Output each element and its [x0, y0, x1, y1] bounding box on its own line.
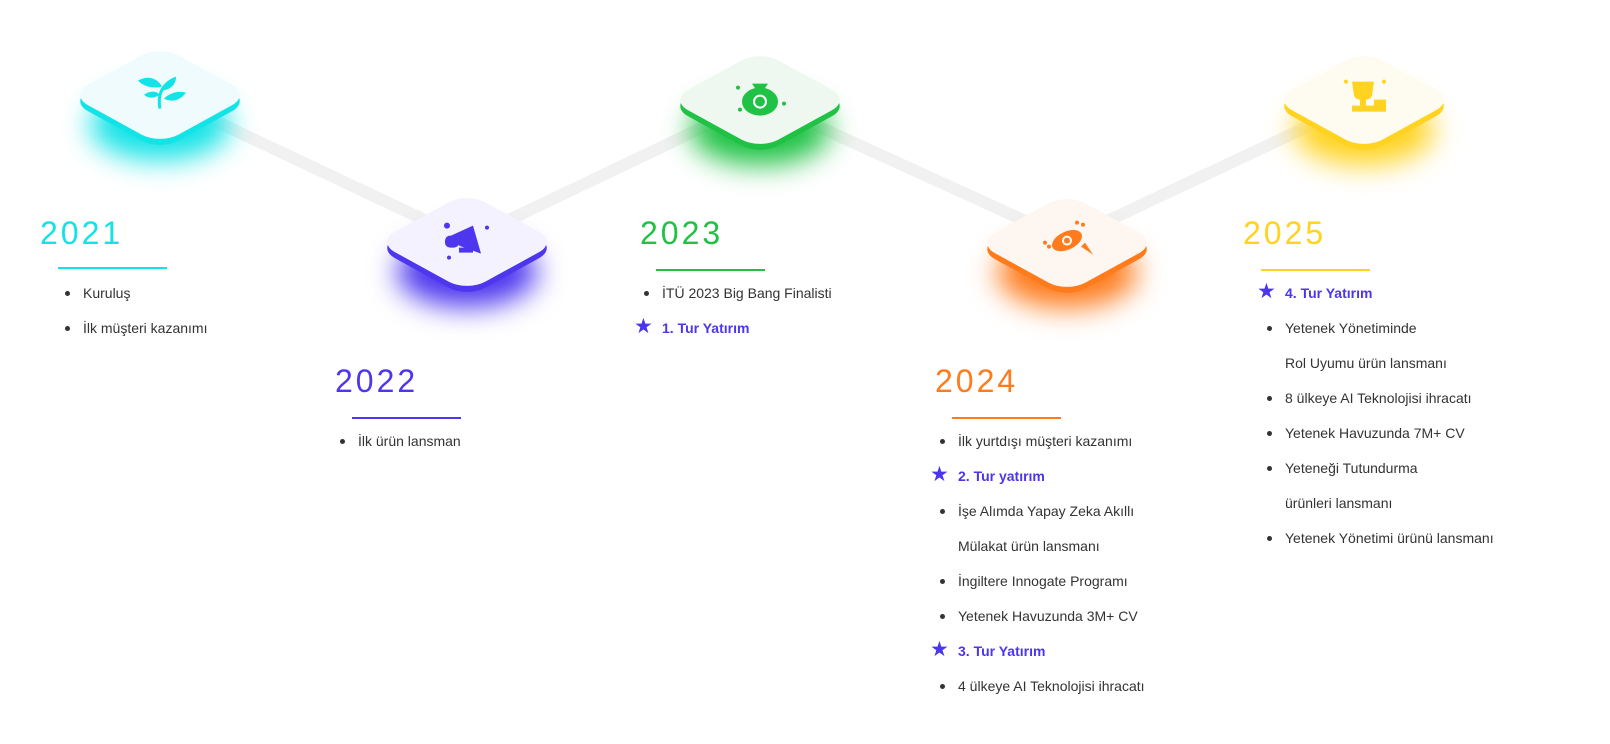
item-text: 4. Tur Yatırım — [1285, 285, 1373, 301]
year-label: 2024 — [935, 363, 1019, 399]
year-label: 2021 — [40, 215, 124, 251]
item-text: Kuruluş — [83, 285, 131, 301]
milestone-tile-2024 — [972, 183, 1162, 308]
item-text: İlk yurtdışı müşteri kazanımı — [958, 433, 1133, 449]
plant-icon — [138, 76, 186, 109]
list-item: Yetenek Yönetimi ürünü lansmanı — [1265, 528, 1494, 563]
milestone-list-2024: İlk yurtdışı müşteri kazanımı ★ 2. Tur yat… — [930, 431, 1145, 711]
megaphone-icon — [444, 222, 489, 260]
list-item: İlk ürün lansman — [338, 431, 461, 466]
item-text: Yetenek Havuzunda 3M+ CV — [958, 608, 1138, 624]
list-item: ürünleri lansmanı — [1265, 493, 1494, 528]
star-icon: ★ — [634, 315, 653, 338]
item-text: Mülakat ürün lansmanı — [958, 538, 1100, 554]
item-text: Yetenek Yönetiminde — [1285, 320, 1417, 336]
trophy-icon — [1344, 79, 1386, 112]
investment-item: ★ 2. Tur yatırım — [930, 464, 1145, 501]
item-text: 4 ülkeye AI Teknolojisi ihracatı — [958, 678, 1145, 694]
star-icon: ★ — [930, 638, 949, 661]
star-icon: ★ — [930, 463, 949, 486]
item-text: Rol Uyumu ürün lansmanı — [1285, 355, 1447, 371]
list-item: Kuruluş — [63, 283, 207, 318]
item-text: Yetenek Havuzunda 7M+ CV — [1285, 425, 1465, 441]
year-label: 2023 — [640, 215, 724, 251]
list-item: İTÜ 2023 Big Bang Finalisti — [642, 283, 832, 318]
item-text: İlk müşteri kazanımı — [83, 320, 208, 336]
list-item: 4 ülkeye AI Teknolojisi ihracatı — [938, 676, 1145, 711]
list-item: Yeteneği Tutundurma — [1265, 458, 1494, 493]
item-text: İlk ürün lansman — [358, 433, 461, 449]
year-underline — [952, 417, 1061, 419]
rocket-icon — [1043, 220, 1093, 255]
item-text: 2. Tur yatırım — [958, 468, 1045, 484]
list-item: 8 ülkeye AI Teknolojisi ihracatı — [1265, 388, 1494, 423]
item-text: İşe Alımda Yapay Zeka Akıllı — [958, 503, 1135, 519]
year-label: 2025 — [1243, 215, 1327, 251]
investment-item: ★ 1. Tur Yatırım — [634, 316, 832, 353]
item-text: ürünleri lansmanı — [1285, 495, 1393, 511]
investment-item: ★ 3. Tur Yatırım — [930, 639, 1145, 676]
list-item: Yetenek Havuzunda 3M+ CV — [938, 606, 1145, 641]
year-label: 2022 — [335, 363, 419, 399]
item-text: İngiltere Innogate Programı — [958, 573, 1128, 589]
list-item: İşe Alımda Yapay Zeka Akıllı — [938, 501, 1145, 536]
item-text: Yeteneği Tutundurma — [1285, 460, 1418, 476]
item-text: 8 ülkeye AI Teknolojisi ihracatı — [1285, 390, 1472, 406]
year-underline — [656, 269, 765, 271]
list-item: Mülakat ürün lansmanı — [938, 536, 1145, 571]
item-text: 3. Tur Yatırım — [958, 643, 1046, 659]
milestone-list-2023: İTÜ 2023 Big Bang Finalisti ★ 1. Tur Yatır… — [634, 283, 832, 353]
item-text: İTÜ 2023 Big Bang Finalisti — [662, 285, 832, 301]
list-item: İlk müşteri kazanımı — [63, 318, 207, 353]
year-underline — [352, 417, 461, 419]
item-text: Yetenek Yönetimi ürünü lansmanı — [1285, 530, 1494, 546]
investment-item: ★ 4. Tur Yatırım — [1257, 281, 1494, 318]
list-item: Yetenek Havuzunda 7M+ CV — [1265, 423, 1494, 458]
list-item: İngiltere Innogate Programı — [938, 571, 1145, 606]
year-underline — [1261, 269, 1370, 271]
list-item: Yetenek Yönetiminde — [1265, 318, 1494, 353]
item-text: 1. Tur Yatırım — [662, 320, 750, 336]
milestone-tile-2021 — [65, 35, 255, 160]
list-item: İlk yurtdışı müşteri kazanımı — [938, 431, 1145, 466]
money-bag-icon — [736, 83, 786, 116]
milestone-list-2022: İlk ürün lansman — [338, 431, 461, 466]
star-icon: ★ — [1257, 280, 1276, 303]
milestone-tile-2025 — [1269, 40, 1459, 165]
list-item: Rol Uyumu ürün lansmanı — [1265, 353, 1494, 388]
milestone-tile-2022 — [372, 182, 562, 307]
year-underline — [58, 267, 167, 269]
milestone-tile-2023 — [665, 40, 855, 165]
